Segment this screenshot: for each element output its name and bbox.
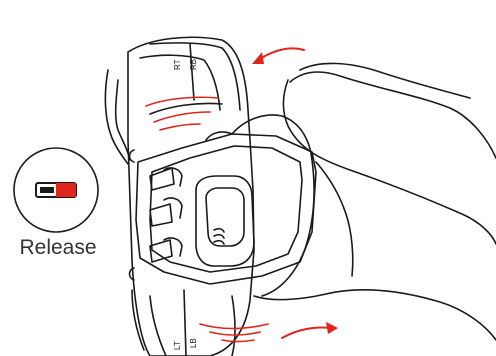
toggle-switch-red-slider [56, 183, 76, 197]
controller-contour [232, 296, 235, 356]
hand-right [290, 72, 496, 158]
arrowhead-icon [326, 322, 338, 334]
controller-body [128, 37, 254, 356]
arrowhead-icon [252, 52, 264, 64]
hand-right-finger [316, 162, 353, 276]
release-switch-badge [14, 148, 98, 232]
motion-line [222, 340, 254, 342]
curved-arrow-left-icon [258, 48, 304, 60]
hand-right-finger [300, 63, 470, 98]
controller-contour [150, 296, 166, 356]
grip-ridge [214, 229, 224, 232]
release-caption: Release [8, 236, 108, 260]
controller-contour [150, 43, 240, 110]
motion-line [154, 112, 210, 122]
plate-slot [150, 204, 172, 226]
motion-line [160, 124, 200, 130]
hand-right-finger [206, 132, 232, 140]
trigger-divider [190, 44, 194, 100]
controller-contour [105, 70, 128, 164]
release-switch-slider [206, 188, 244, 246]
hand-right-palm [254, 290, 496, 340]
grip-ridge [214, 241, 224, 244]
plate-slot [164, 198, 182, 218]
side-bump [130, 150, 135, 162]
motion-line [150, 103, 222, 114]
lb-label: LB [189, 338, 198, 348]
grip-ridge [214, 235, 224, 238]
trigger-divider [184, 290, 186, 356]
motion-line [200, 324, 268, 329]
rb-label: RB [189, 59, 198, 70]
release-switch-housing [196, 176, 254, 266]
curved-arrow-right-icon [282, 327, 330, 338]
lt-label: LT [173, 341, 182, 350]
rt-label: RT [173, 59, 182, 70]
attachment-plate-inner [150, 146, 302, 272]
toggle-switch-track [40, 187, 54, 193]
